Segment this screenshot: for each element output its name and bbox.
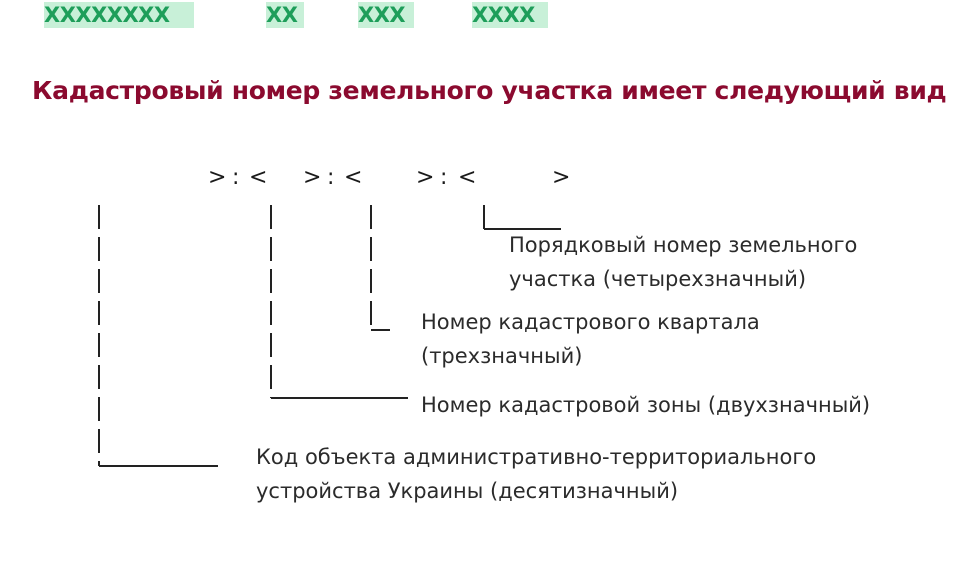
zone-field: XX [266, 2, 304, 28]
open-bracket-4: < [458, 165, 477, 190]
close-bracket-1: > [208, 165, 227, 190]
close-bracket-2: > [303, 165, 322, 190]
open-bracket-2: < [249, 165, 268, 190]
quarter-label-line2: (трехзначный) [421, 344, 583, 368]
parcel-label: Порядковый номер земельного участка (чет… [509, 228, 857, 296]
koatuu-field: XXXXXXXX [44, 2, 194, 28]
parcel-label-line2: участка (четырехзначный) [509, 267, 807, 291]
koatuu-label-line2: устройства Украины (десятизначный) [256, 479, 679, 503]
colon-3: : [440, 165, 448, 190]
close-bracket-4: > [552, 165, 571, 190]
colon-2: : [327, 165, 335, 190]
diagram-title: Кадастровый номер земельного участка име… [32, 76, 947, 105]
quarter-label-line1: Номер кадастрового квартала [421, 310, 760, 334]
zone-label-line1: Номер кадастровой зоны (двухзначный) [421, 393, 871, 417]
colon-1: : [232, 165, 240, 190]
koatuu-label-line1: Код объекта административно-территориаль… [256, 445, 817, 469]
quarter-field: XXX [358, 2, 414, 28]
close-bracket-3: > [416, 165, 435, 190]
parcel-label-line1: Порядковый номер земельного [509, 233, 858, 257]
open-bracket-3: < [344, 165, 363, 190]
zone-label: Номер кадастровой зоны (двухзначный) [421, 388, 870, 422]
quarter-label: Номер кадастрового квартала (трехзначный… [421, 305, 760, 373]
parcel-field: XXXX [472, 2, 548, 28]
koatuu-label: Код объекта административно-территориаль… [256, 440, 816, 508]
